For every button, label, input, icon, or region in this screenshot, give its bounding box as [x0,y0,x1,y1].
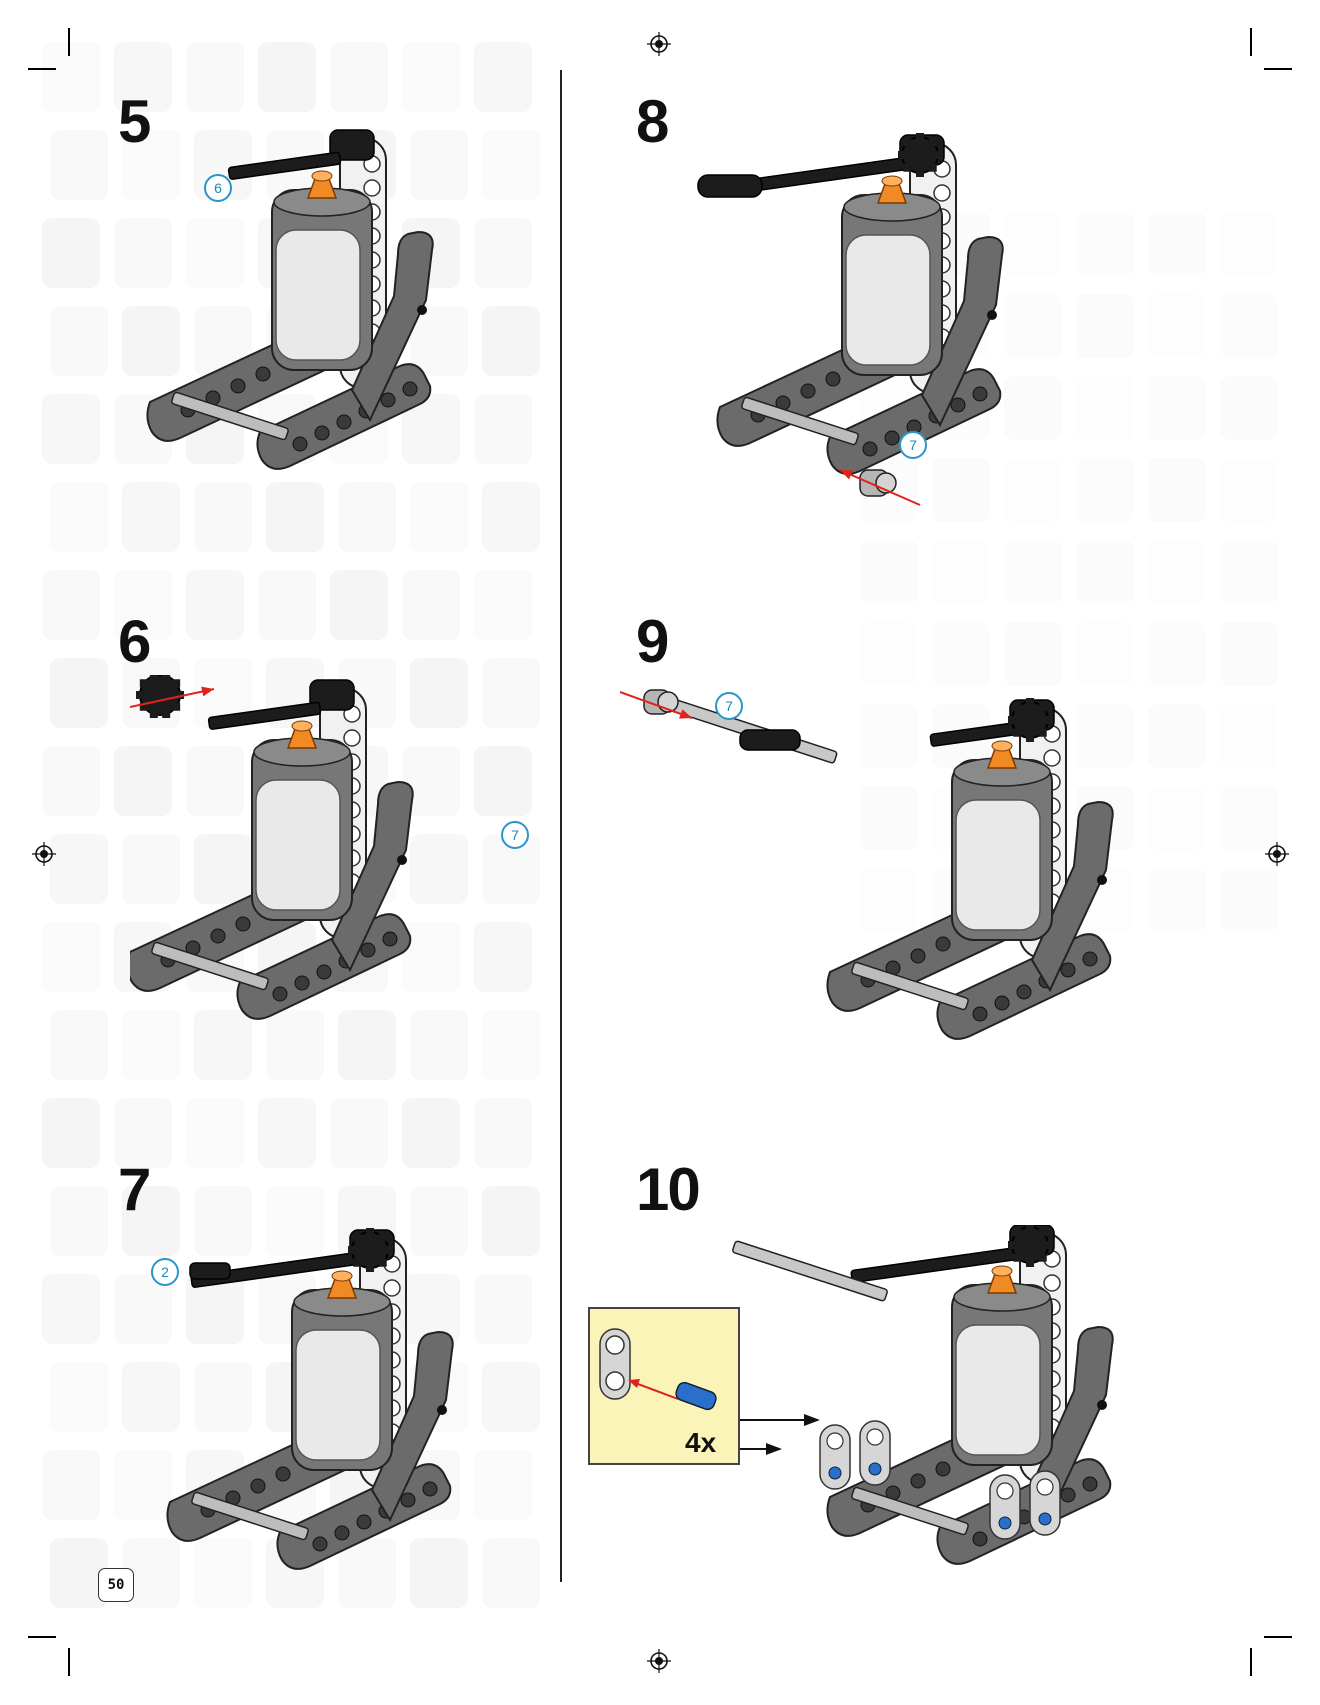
connector-beam-3 [990,1475,1020,1539]
axle-connector [190,1263,230,1279]
registration-mark-top [647,32,671,56]
step-number-8: 8 [636,92,667,152]
column-divider [560,70,562,1582]
connector-beam-1 [820,1425,850,1489]
step-number-9: 9 [636,612,667,672]
step-number-6: 6 [118,612,149,672]
sub-assembly-box: 4x [588,1307,740,1465]
step-6-illustration [130,675,510,1045]
black-connector [698,175,762,197]
blue-pin-icon [674,1381,718,1412]
step-6-callout: 7 [501,821,529,849]
step-7-illustration [150,1225,530,1585]
motor [252,721,352,920]
assembly [827,1225,1112,1564]
connector-beam-2 [860,1421,890,1485]
step-9-illustration [620,680,1160,1060]
step-number-10: 10 [636,1160,699,1220]
black-connector [740,730,800,750]
assembly [147,130,432,469]
step-number-7: 7 [118,1160,149,1220]
registration-mark-right [1265,842,1289,866]
connector-beam-4 [1030,1471,1060,1535]
multiplier-label: 4x [685,1427,716,1459]
step-5-callout: 6 [204,174,232,202]
motor [952,1266,1052,1465]
step-10-illustration [720,1225,1180,1605]
step-7-callout: 2 [151,1258,179,1286]
assembly [130,680,413,1019]
step-9-callout: 7 [715,692,743,720]
registration-mark-left [32,842,56,866]
motor [842,176,942,375]
sub-assembly-illustration [590,1309,738,1419]
connector-beam-icon [600,1329,630,1399]
step-8-illustration [690,125,1070,525]
step-5-illustration [140,110,520,470]
assembly [827,698,1112,1039]
motor [952,741,1052,940]
motor [272,171,372,370]
step-8-callout: 7 [899,431,927,459]
registration-mark-bottom [647,1649,671,1673]
motor [292,1271,392,1470]
page-number: 50 [98,1568,134,1602]
